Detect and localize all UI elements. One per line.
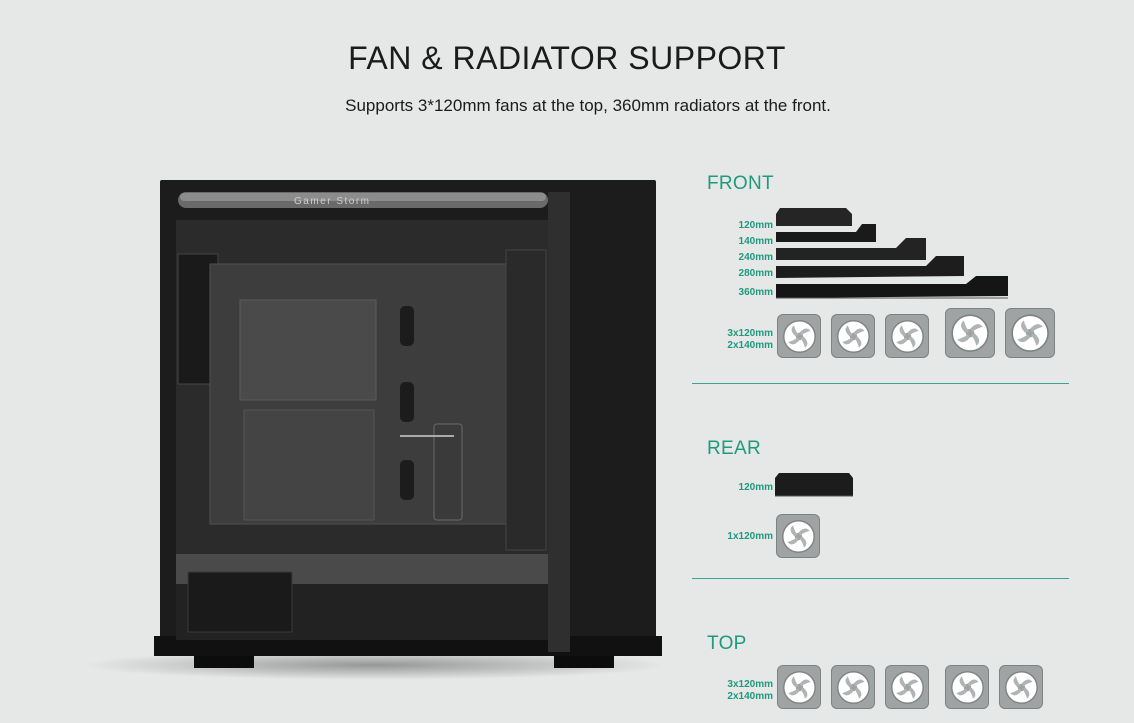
front-radiator-stack	[776, 208, 1008, 299]
rear-fan-label: 1x120mm	[727, 531, 773, 542]
front-size-label: 280mm	[738, 268, 773, 279]
fan-icon	[1005, 308, 1055, 358]
fan-icon	[885, 665, 929, 709]
section-divider	[692, 578, 1069, 579]
top-fan-row	[777, 665, 1053, 709]
page-subtitle: Supports 3*120mm fans at the top, 360mm …	[345, 96, 831, 115]
fan-icon	[776, 514, 820, 558]
front-size-label: 120mm	[738, 220, 773, 231]
front-size-label: 240mm	[738, 252, 773, 263]
fan-icon	[945, 308, 995, 358]
front-fan-row	[777, 308, 1065, 358]
rear-section-title: REAR	[707, 438, 761, 459]
page-title: FAN & RADIATOR SUPPORT	[348, 40, 786, 76]
fan-icon	[777, 314, 821, 358]
rear-size-label: 120mm	[738, 482, 773, 493]
front-section-title: FRONT	[707, 173, 774, 194]
fan-icon	[831, 314, 875, 358]
top-fan-label: 3x120mm	[727, 679, 773, 690]
section-divider	[692, 383, 1069, 384]
rear-radiator	[775, 473, 853, 497]
fan-icon	[885, 314, 929, 358]
pc-case-image: Gamer Storm	[154, 180, 662, 668]
fan-icon	[999, 665, 1043, 709]
top-fan-label: 2x140mm	[727, 691, 773, 702]
fan-icon	[945, 665, 989, 709]
front-fan-label: 2x140mm	[727, 340, 773, 351]
fan-icon	[831, 665, 875, 709]
case-brand-text: Gamer Storm	[294, 196, 371, 207]
top-section-title: TOP	[707, 633, 747, 654]
front-size-label: 140mm	[738, 236, 773, 247]
front-size-label: 360mm	[738, 287, 773, 298]
fan-icon	[777, 665, 821, 709]
case-illustration: Gamer Storm	[80, 170, 670, 690]
rear-fan-row	[776, 514, 830, 558]
front-fan-label: 3x120mm	[727, 328, 773, 339]
